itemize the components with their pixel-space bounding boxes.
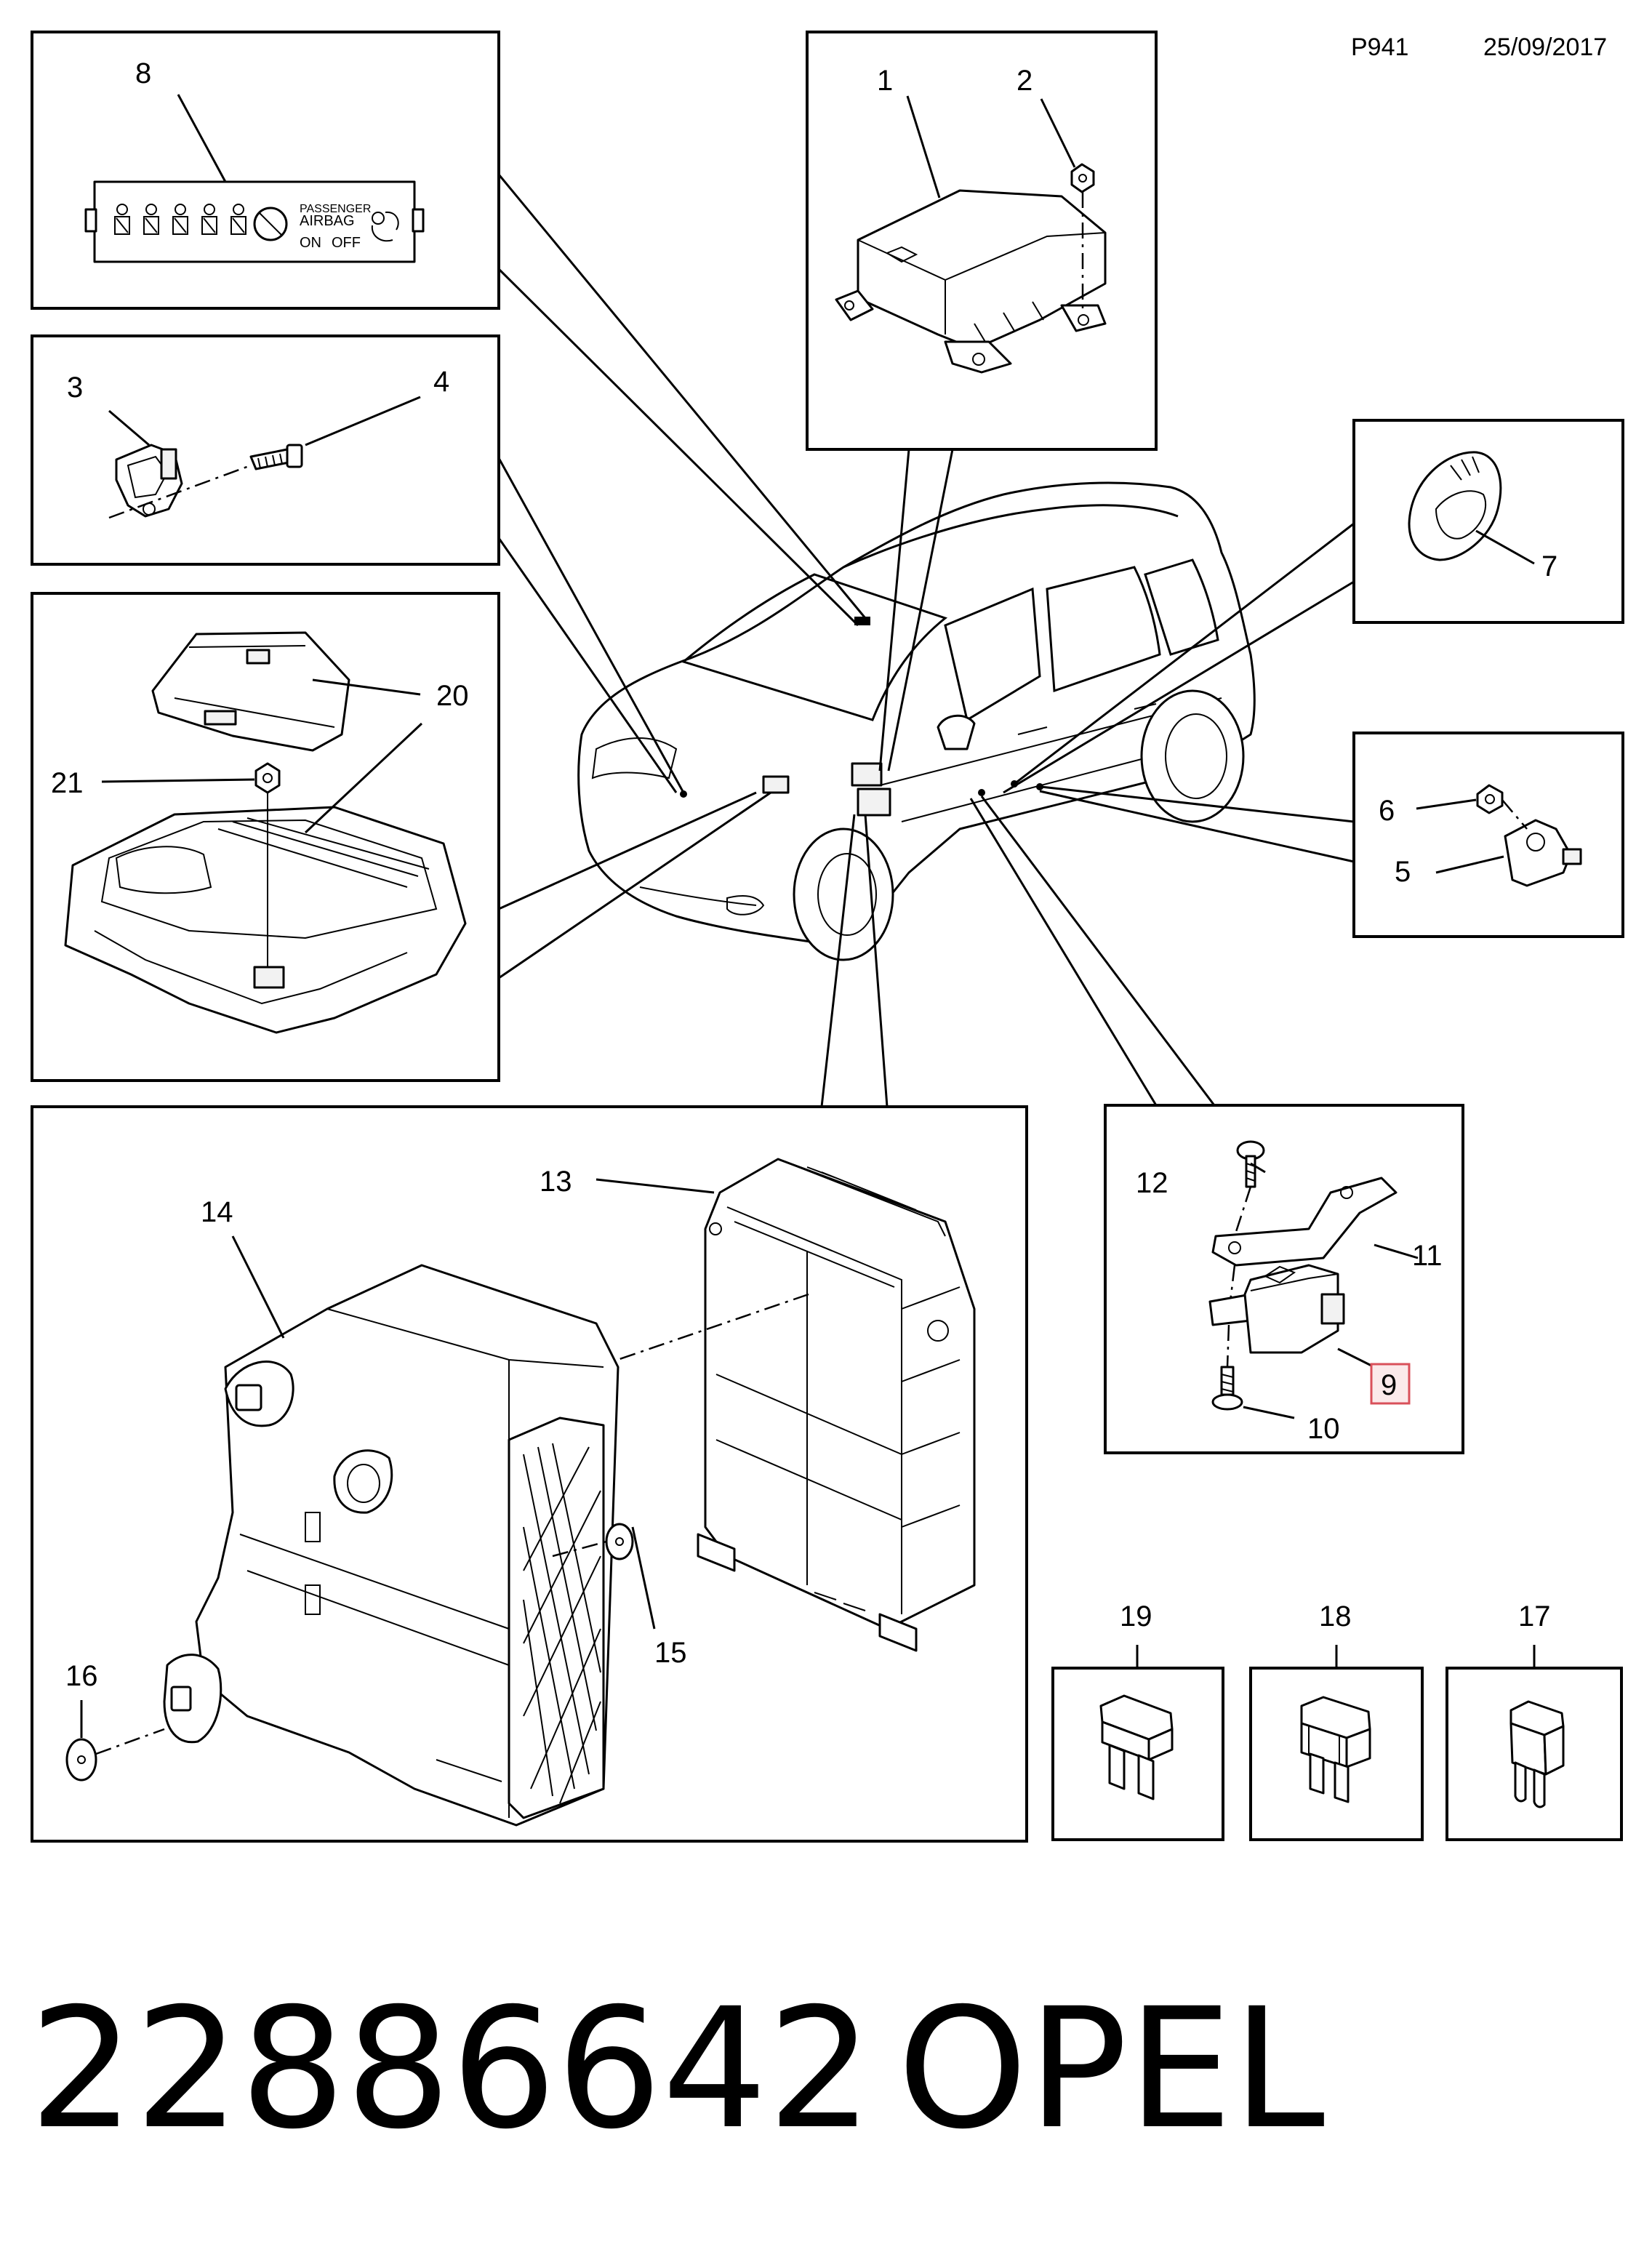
detail-box-fuse-17	[1446, 1667, 1623, 1841]
airbag-control-module	[835, 189, 1107, 374]
fuse-19	[1099, 1694, 1174, 1800]
indicator-in-car	[762, 775, 790, 794]
callout-6: 6	[1379, 795, 1395, 827]
passenger-airbag-icon	[371, 211, 399, 242]
callout-17: 17	[1518, 1600, 1551, 1632]
mounting-screw-10	[1211, 1366, 1243, 1411]
callout-12: 12	[1136, 1167, 1168, 1199]
callout-21: 21	[51, 767, 84, 799]
callout-7: 7	[1541, 550, 1557, 582]
module-nut	[1070, 163, 1095, 193]
sensor-bolt	[249, 444, 303, 470]
indicator-off: OFF	[332, 235, 361, 251]
front-sensor	[115, 444, 183, 518]
callout-10: 10	[1307, 1413, 1340, 1445]
brand-name: OPEL	[897, 1972, 1325, 2165]
callout-14: 14	[201, 1196, 233, 1228]
fuse-18	[1300, 1696, 1371, 1803]
indicator-line1: PASSENGER	[300, 203, 371, 215]
seatbelt-icon	[114, 204, 246, 235]
side-sensor-nut	[1476, 784, 1504, 814]
washer-16	[65, 1738, 97, 1782]
callout-8: 8	[135, 57, 151, 89]
side-impact-sensor	[1504, 819, 1582, 887]
vehicle-outline	[577, 481, 1256, 961]
mounting-bracket-14	[163, 1264, 620, 1827]
callout-4: 4	[433, 366, 449, 398]
callout-18: 18	[1319, 1600, 1352, 1632]
diagram-code: P941	[1351, 33, 1408, 61]
callout-9-highlight	[1370, 1363, 1411, 1405]
mounting-bracket-11	[1211, 1177, 1398, 1267]
callout-5: 5	[1395, 856, 1411, 888]
detail-box-side-sensor	[1352, 732, 1624, 938]
callout-20: 20	[436, 680, 469, 712]
electronic-control-unit-13	[697, 1158, 976, 1652]
indicator-line2: AIRBAG	[300, 213, 355, 229]
fuse-block-base	[64, 793, 467, 1034]
airbag-off-icon	[253, 207, 288, 241]
detail-box-sensor-bolt	[31, 334, 500, 566]
indicator-on: ON	[300, 235, 321, 251]
callout-1: 1	[877, 65, 893, 97]
callout-3: 3	[67, 372, 83, 404]
impact-sensor-9	[1208, 1264, 1345, 1354]
washer-15	[605, 1523, 634, 1560]
diagram-date: 25/09/2017	[1483, 33, 1607, 61]
callout-2: 2	[1017, 65, 1032, 97]
callout-13: 13	[540, 1166, 572, 1198]
fuse-17	[1509, 1700, 1565, 1808]
fuse-block-cover	[151, 631, 350, 752]
leader-lines	[497, 174, 1355, 1107]
callout-11: 11	[1412, 1240, 1443, 1272]
part-number: 22886642	[29, 1972, 873, 2165]
callout-16: 16	[65, 1660, 98, 1692]
callout-15: 15	[654, 1637, 687, 1669]
detail-box-airbag-indicator	[31, 31, 500, 310]
callout-19: 19	[1120, 1600, 1152, 1632]
fuse-block-nut	[254, 762, 281, 794]
callout-9: 9	[1381, 1369, 1397, 1401]
airbag-indicator-panel: PASSENGER AIRBAG ON OFF	[84, 180, 425, 263]
